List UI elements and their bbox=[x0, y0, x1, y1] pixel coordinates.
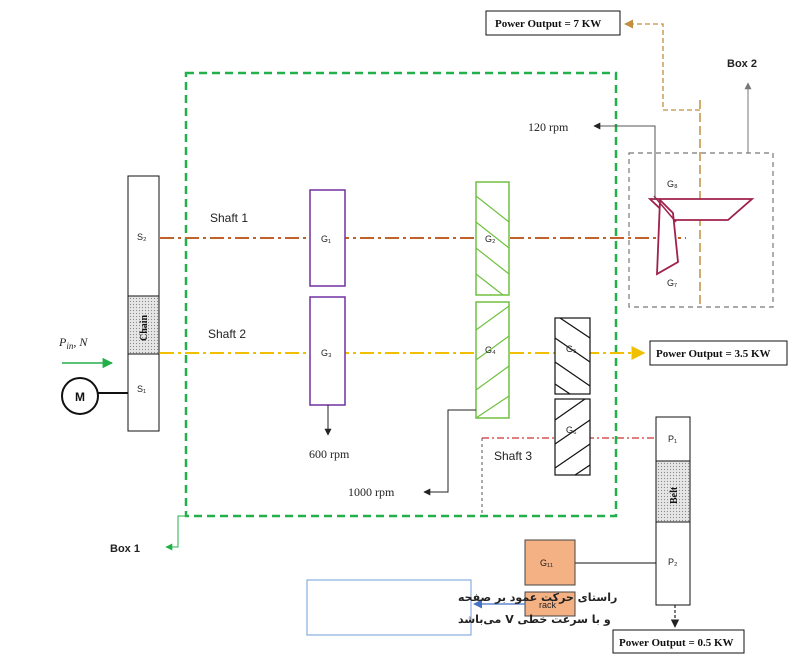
gear-g3-label: G₃ bbox=[321, 348, 332, 358]
pulley-p2 bbox=[655, 521, 691, 606]
rpm120-label: 120 rpm bbox=[528, 120, 569, 134]
box1-label: Box 1 bbox=[110, 543, 140, 555]
out05-label: Power Output = 0.5 KW bbox=[619, 637, 734, 649]
motion-note-line2: و با سرعت خطی V می‌باشد bbox=[458, 613, 611, 626]
gear-g5-label: G₅ bbox=[566, 344, 577, 354]
rpm1000-arrow bbox=[423, 409, 476, 496]
input-power-label: Pin, N bbox=[58, 335, 88, 351]
pulley-p1-label: P₁ bbox=[668, 434, 677, 444]
gear-g8-label: G₈ bbox=[667, 179, 678, 189]
out35-label: Power Output = 3.5 KW bbox=[656, 348, 771, 360]
motion-note-box bbox=[306, 579, 472, 636]
gear-g6-teeth bbox=[554, 398, 591, 476]
belt-label: Belt bbox=[669, 486, 680, 504]
box2-frame bbox=[628, 152, 774, 308]
out35-box bbox=[649, 340, 788, 366]
gear-g2-label: G₂ bbox=[485, 234, 496, 244]
motor bbox=[61, 377, 99, 415]
gear-g4-teeth bbox=[475, 305, 510, 419]
motion-note-line1: راستای حرکت عمود بر صفحه bbox=[458, 591, 617, 604]
gear-g4 bbox=[475, 301, 510, 419]
box1-frame bbox=[184, 71, 618, 518]
gear-g6-label: G₆ bbox=[566, 425, 577, 435]
shaft1-label: Shaft 1 bbox=[210, 211, 248, 225]
out7-box bbox=[485, 10, 621, 36]
gear-g2-teeth bbox=[475, 195, 510, 296]
rack bbox=[524, 591, 576, 617]
gear-g6 bbox=[554, 398, 591, 476]
chain-label: Chain bbox=[139, 314, 150, 341]
rack-label: rack bbox=[539, 600, 557, 610]
out7-arrow bbox=[624, 19, 700, 111]
out7-label: Power Output = 7 KW bbox=[495, 18, 601, 30]
rpm120-arrow bbox=[593, 122, 656, 200]
box1-pointer bbox=[165, 515, 186, 551]
gear-g4-label: G₄ bbox=[485, 345, 496, 355]
rpm600-label: 600 rpm bbox=[309, 447, 350, 461]
pulley-p2-label: P₂ bbox=[668, 557, 678, 567]
sprocket-s2 bbox=[127, 175, 160, 297]
sprocket-s1-label: S₁ bbox=[137, 384, 146, 394]
shaft3-label: Shaft 3 bbox=[494, 449, 532, 463]
sprocket-s2-label: S₂ bbox=[137, 232, 147, 242]
belt bbox=[655, 460, 691, 523]
motor-label: M bbox=[75, 390, 85, 404]
gear-g11-label: G₁₁ bbox=[540, 558, 553, 568]
gear-g7-label: G₇ bbox=[667, 278, 677, 288]
shaft2-label: Shaft 2 bbox=[208, 327, 246, 341]
pulley-p1 bbox=[655, 416, 691, 462]
gear-g1-label: G₁ bbox=[321, 234, 331, 244]
rpm1000-label: 1000 rpm bbox=[348, 485, 395, 499]
gear-g5-teeth bbox=[554, 317, 591, 395]
gear-g1 bbox=[309, 189, 346, 287]
sprocket-s1 bbox=[127, 353, 160, 432]
out05-box bbox=[612, 629, 745, 654]
box2-label: Box 2 bbox=[727, 58, 757, 70]
gear-g11 bbox=[524, 539, 576, 586]
